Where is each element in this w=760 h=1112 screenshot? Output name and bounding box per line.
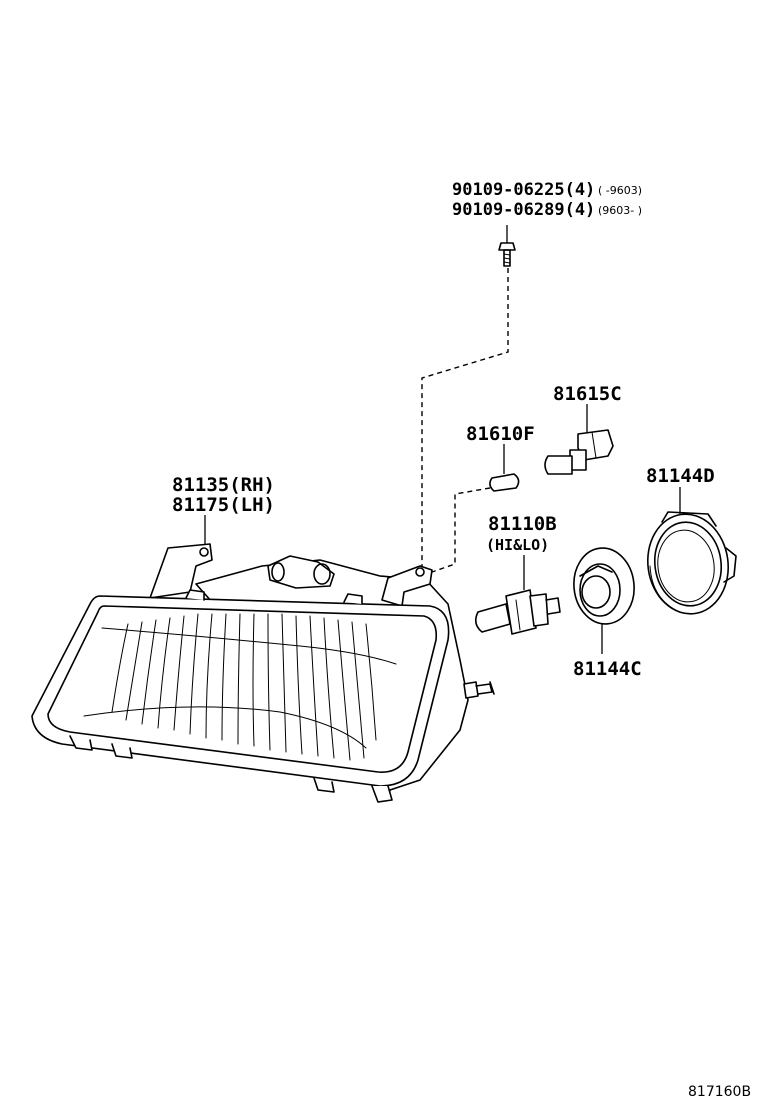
wedge-bulb-assembly-path xyxy=(431,487,491,573)
figure-id: 817160B xyxy=(688,1084,751,1100)
housing-lh-part-number: 81175(LH) xyxy=(172,494,275,516)
bolt-b-part-number: 90109-06289(4) xyxy=(452,200,595,220)
bulb-part-number: 81110B xyxy=(488,513,557,535)
bolt-b-applicability: (9603- ) xyxy=(598,204,642,217)
lens-cutoff-line-upper xyxy=(101,627,397,665)
cover-d-part-number: 81144D xyxy=(646,465,715,487)
wedge-bulb-icon xyxy=(489,444,520,492)
housing-rh-part-number: 81135(RH) xyxy=(172,474,275,496)
halogen-bulb-icon xyxy=(474,555,561,635)
callout-bolt: 90109-06225(4) ( -9603) 90109-06289(4) (… xyxy=(452,180,642,220)
socket-part-number: 81615C xyxy=(553,383,622,405)
cover-c-part-number: 81144C xyxy=(573,658,642,680)
bolt-icon xyxy=(498,225,516,267)
cover-d-icon xyxy=(646,487,737,615)
bulb-type-note: (HI&LO) xyxy=(486,536,549,554)
bolt-a-applicability: ( -9603) xyxy=(598,184,642,197)
cover-c-icon xyxy=(573,547,635,654)
bolt-assembly-path xyxy=(421,268,509,568)
lens-cutoff-line-lower xyxy=(83,706,367,749)
wedge-bulb-part-number: 81610F xyxy=(466,423,535,445)
bolt-a-part-number: 90109-06225(4) xyxy=(452,180,595,200)
socket-icon xyxy=(544,404,614,475)
lens-flute-lines xyxy=(111,613,377,761)
headlamp-housing-icon xyxy=(31,515,495,803)
